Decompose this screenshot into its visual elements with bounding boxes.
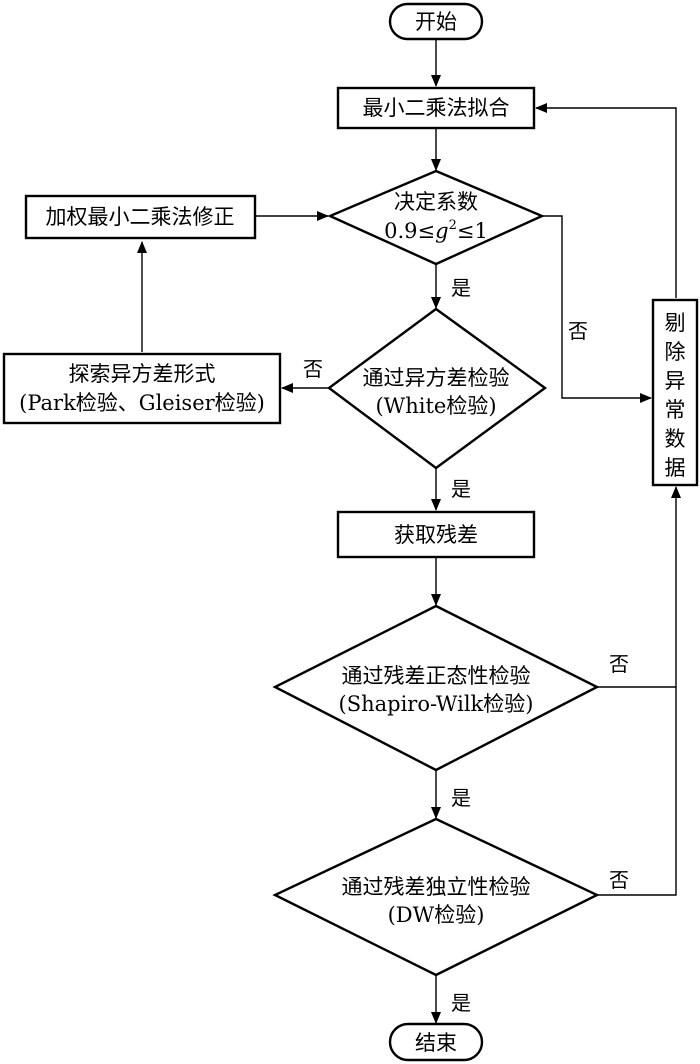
end-node: 结束	[388, 1022, 484, 1062]
remove-char-5: 数	[665, 427, 686, 451]
hetero-label-line1: 通过异方差检验	[363, 366, 510, 390]
normality-label-line1: 通过残差正态性检验	[342, 664, 531, 688]
explore-label-line1: 探索异方差形式	[69, 362, 216, 386]
wls-node: 加权最小二乘法修正	[24, 194, 257, 240]
label-no-normality: 否	[609, 652, 629, 676]
start-label: 开始	[415, 10, 457, 34]
label-no-r2: 否	[568, 319, 588, 343]
normality-decision: 通过残差正态性检验 (Shapiro-Wilk检验)	[272, 604, 600, 772]
remove-char-4: 常	[665, 398, 686, 422]
edge-independence-no-to-remove	[597, 687, 677, 896]
independence-label-line1: 通过残差独立性检验	[342, 875, 531, 899]
start-node: 开始	[388, 2, 484, 41]
hetero-label-line2: (White检验)	[375, 394, 496, 418]
edges	[137, 39, 681, 1024]
r2-label-line1: 决定系数	[394, 190, 478, 214]
label-yes-r2: 是	[451, 276, 471, 300]
label-yes-independence: 是	[451, 991, 471, 1015]
r2-decision: 决定系数 0.9≤g2≤1	[327, 169, 545, 266]
r2-label-line2: 0.9≤g2≤1	[384, 218, 488, 243]
independence-label-line2: (DW检验)	[388, 903, 485, 927]
residual-label: 获取残差	[394, 523, 478, 547]
remove-char-6: 据	[665, 456, 686, 480]
remove-outliers-node: 剔 除 异 常 数 据	[651, 298, 699, 487]
hetero-decision: 通过异方差检验 (White检验)	[326, 307, 548, 470]
remove-char-1: 剔	[665, 311, 686, 335]
edge-labels: 是 是 是 是 否 否 否 否	[303, 276, 629, 1015]
edge-r2-no-to-remove	[542, 215, 652, 403]
independence-decision: 通过残差独立性检验 (DW检验)	[272, 817, 600, 977]
label-no-independence: 否	[609, 868, 629, 892]
edge-remove-to-fit	[535, 103, 677, 298]
remove-char-2: 除	[665, 340, 686, 364]
label-yes-normality: 是	[451, 786, 471, 810]
explore-label-line2: (Park检验、Gleiser检验)	[19, 391, 265, 415]
fit-label: 最小二乘法拟合	[363, 96, 510, 120]
normality-label-line2: (Shapiro-Wilk检验)	[339, 692, 534, 716]
end-label: 结束	[415, 1031, 457, 1055]
wls-label: 加权最小二乘法修正	[46, 205, 235, 229]
label-no-hetero: 否	[303, 357, 323, 381]
label-yes-hetero: 是	[451, 477, 471, 501]
remove-char-3: 异	[665, 369, 686, 393]
fit-node: 最小二乘法拟合	[336, 86, 536, 130]
residual-node: 获取残差	[336, 510, 536, 559]
explore-node: 探索异方差形式 (Park检验、Gleiser检验)	[2, 352, 282, 425]
